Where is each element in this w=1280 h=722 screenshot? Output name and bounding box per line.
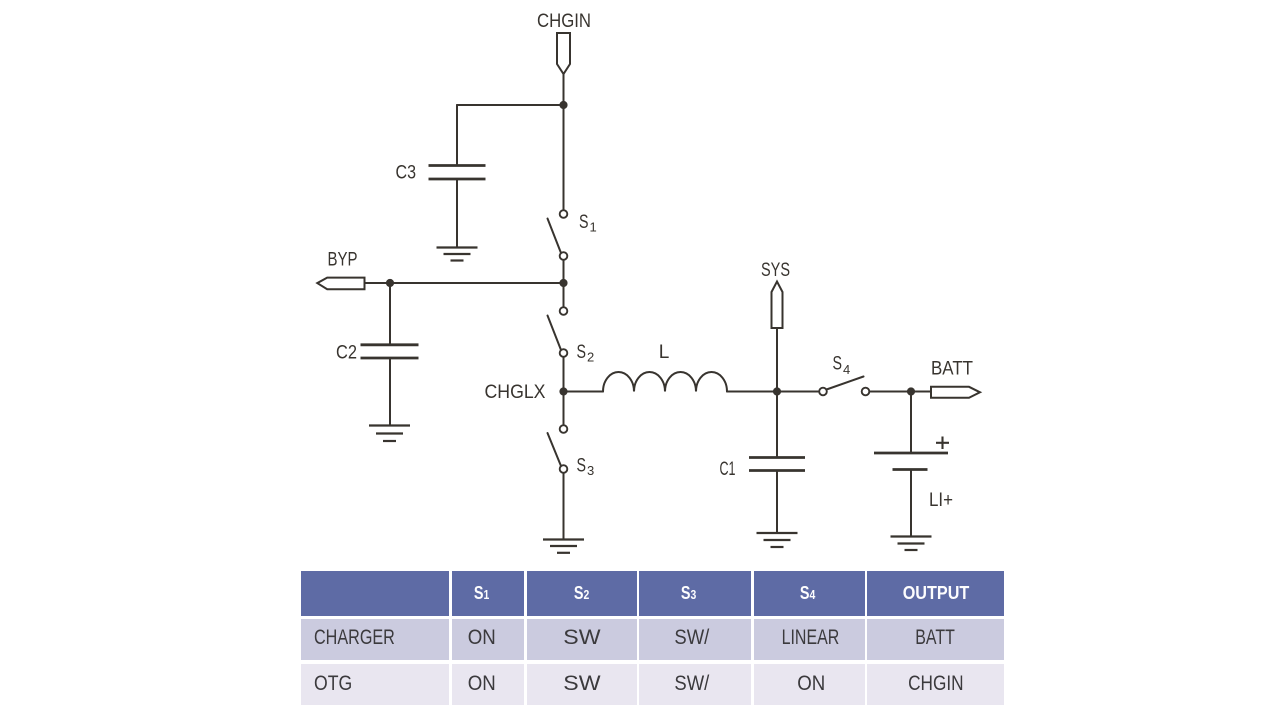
svg-text:3: 3 (587, 463, 594, 478)
svg-text:S: S (833, 354, 843, 375)
svg-text:CHGLX: CHGLX (485, 382, 546, 403)
svg-text:BATT: BATT (931, 359, 973, 380)
svg-text:C1: C1 (720, 459, 736, 480)
svg-text:BYP: BYP (328, 250, 358, 271)
svg-text:S: S (579, 212, 589, 233)
svg-text:L: L (659, 342, 670, 363)
svg-text:S: S (577, 456, 587, 477)
svg-text:C2: C2 (336, 343, 357, 364)
svg-text:SYS: SYS (761, 260, 790, 281)
svg-text:4: 4 (843, 362, 850, 377)
svg-text:2: 2 (587, 350, 594, 365)
svg-text:C3: C3 (396, 163, 417, 184)
svg-text:1: 1 (590, 220, 597, 235)
svg-text:CHGIN: CHGIN (537, 11, 591, 32)
svg-text:S: S (577, 342, 587, 363)
svg-text:LI+: LI+ (929, 490, 953, 511)
